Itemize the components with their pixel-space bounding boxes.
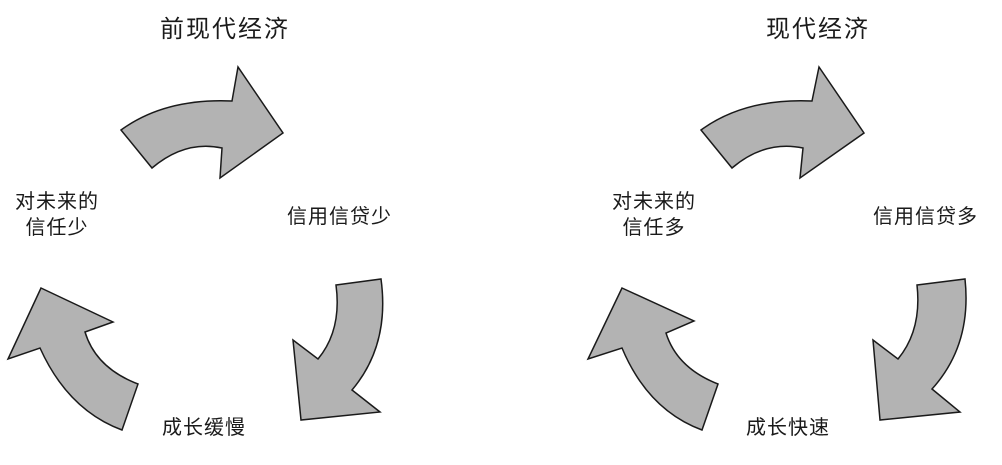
right-node-trust-line2: 信任多: [622, 215, 686, 239]
arrow-top-right-diagram: [699, 65, 866, 180]
arrow-right-right-diagram: [872, 278, 967, 421]
arrow-left-left-diagram: [6, 286, 139, 431]
right-diagram-title: 现代经济: [766, 15, 870, 43]
arrow-top-left-diagram: [119, 65, 285, 180]
left-node-credit: 信用信贷少: [287, 204, 392, 228]
arrow-left-right-diagram: [586, 287, 719, 431]
left-node-growth: 成长缓慢: [162, 415, 246, 439]
left-node-trust: 对未来的 信任少: [6, 188, 108, 240]
right-node-growth: 成长快速: [746, 415, 830, 439]
right-node-trust: 对未来的 信任多: [603, 188, 705, 240]
arrow-right-left-diagram: [292, 278, 384, 421]
left-node-trust-line2: 信任少: [25, 215, 89, 239]
left-diagram-title: 前现代经济: [160, 15, 290, 43]
right-node-trust-line1: 对未来的: [612, 189, 696, 213]
right-node-credit: 信用信贷多: [873, 204, 978, 228]
left-node-trust-line1: 对未来的: [15, 189, 99, 213]
